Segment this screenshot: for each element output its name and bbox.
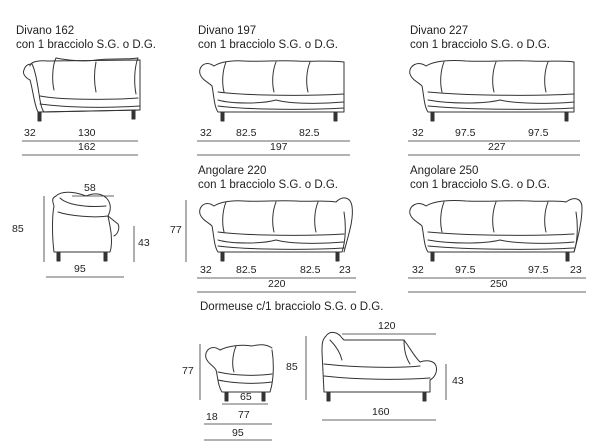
sofa-side-view-drawing xyxy=(52,191,120,262)
title-name: Divano 162 xyxy=(16,25,75,37)
dim-total: 95 xyxy=(232,427,244,439)
title-subtitle: con 1 bracciolo S.G. o D.G. xyxy=(410,39,550,51)
dims-divano-197: 32 82.5 82.5 197 xyxy=(197,127,350,156)
dims-angolare-250: 32 97.5 97.5 23 250 xyxy=(408,264,586,293)
dim-arm: 18 xyxy=(206,411,218,423)
title-divano-227: Divano 227 con 1 bracciolo S.G. o D.G. xyxy=(410,24,550,52)
dim-seat-1: 97.5 xyxy=(455,127,476,139)
title-name: Dormeuse c/1 bracciolo S.G. o D.G. xyxy=(200,301,384,313)
dim-total: 160 xyxy=(372,406,390,418)
dim-depth: 95 xyxy=(74,263,86,275)
sofa-dormeuse-side-drawing xyxy=(321,331,437,402)
dim-top: 120 xyxy=(378,320,396,332)
dim-end: 23 xyxy=(339,264,351,276)
dim-total: 250 xyxy=(490,278,508,290)
title-subtitle: con 1 bracciolo S.G. o D.G. xyxy=(198,179,338,191)
title-divano-162: Divano 162 con 1 bracciolo S.G. o D.G. xyxy=(16,24,156,52)
sofa-angolare-250-drawing xyxy=(409,198,583,262)
dim-seat-1: 82.5 xyxy=(236,127,257,139)
dim-total: 220 xyxy=(268,278,286,290)
dim-arm: 32 xyxy=(412,127,424,139)
sofa-divano-162-drawing xyxy=(23,57,141,122)
dim-seat-height: 43 xyxy=(138,237,150,249)
dim-arm: 32 xyxy=(200,127,212,139)
dim-height: 77 xyxy=(182,365,194,377)
dims-side: 85 43 58 95 xyxy=(12,182,150,278)
dims-divano-162: 32 130 162 xyxy=(22,127,138,156)
dim-seat-2: 82.5 xyxy=(300,264,321,276)
title-subtitle: con 1 bracciolo S.G. o D.G. xyxy=(410,179,550,191)
dim-seat: 130 xyxy=(78,127,96,139)
dim-total: 197 xyxy=(270,141,288,153)
dim-seat-depth: 58 xyxy=(84,182,96,194)
dim-seat-2: 97.5 xyxy=(528,264,549,276)
sofa-divano-197-drawing xyxy=(199,60,345,122)
dim-arm: 32 xyxy=(412,264,424,276)
dim-arm: 32 xyxy=(200,264,212,276)
dim-seat-1: 82.5 xyxy=(236,264,257,276)
dim-seat-2: 97.5 xyxy=(528,127,549,139)
dim-total: 162 xyxy=(78,141,96,153)
dims-angolare-220: 77 32 82.5 82.5 23 220 xyxy=(170,200,356,293)
dim-height: 85 xyxy=(12,223,24,235)
title-divano-197: Divano 197 con 1 bracciolo S.G. o D.G. xyxy=(198,24,338,52)
title-angolare-250: Angolare 250 con 1 bracciolo S.G. o D.G. xyxy=(410,164,550,192)
dim-end: 23 xyxy=(570,264,582,276)
dims-dormeuse-side: 85 43 120 160 xyxy=(286,320,464,421)
dim-height: 77 xyxy=(170,224,182,236)
dim-height: 85 xyxy=(286,361,298,373)
title-angolare-220: Angolare 220 con 1 bracciolo S.G. o D.G. xyxy=(198,164,338,192)
sofa-divano-227-drawing xyxy=(409,60,575,122)
title-name: Angolare 250 xyxy=(410,165,479,177)
dim-seat: 77 xyxy=(238,409,250,421)
title-dormeuse: Dormeuse c/1 bracciolo S.G. o D.G. xyxy=(200,300,383,314)
dim-arm: 32 xyxy=(24,127,36,139)
dim-seat-2: 82.5 xyxy=(299,127,320,139)
dim-inner: 65 xyxy=(240,391,252,403)
sofa-dormeuse-front-drawing xyxy=(205,344,274,402)
dims-divano-227: 32 97.5 97.5 227 xyxy=(408,127,580,156)
title-name: Divano 197 xyxy=(198,25,257,37)
title-subtitle: con 1 bracciolo S.G. o D.G. xyxy=(16,39,156,51)
title-name: Angolare 220 xyxy=(198,165,267,177)
dim-seat-height: 43 xyxy=(452,375,464,387)
sofa-angolare-220-drawing xyxy=(199,197,353,262)
title-name: Divano 227 xyxy=(410,25,469,37)
title-subtitle: con 1 bracciolo S.G. o D.G. xyxy=(198,39,338,51)
dims-dormeuse-front: 77 65 18 77 95 xyxy=(182,344,272,441)
dim-total: 227 xyxy=(488,141,506,153)
dim-seat-1: 97.5 xyxy=(455,264,476,276)
